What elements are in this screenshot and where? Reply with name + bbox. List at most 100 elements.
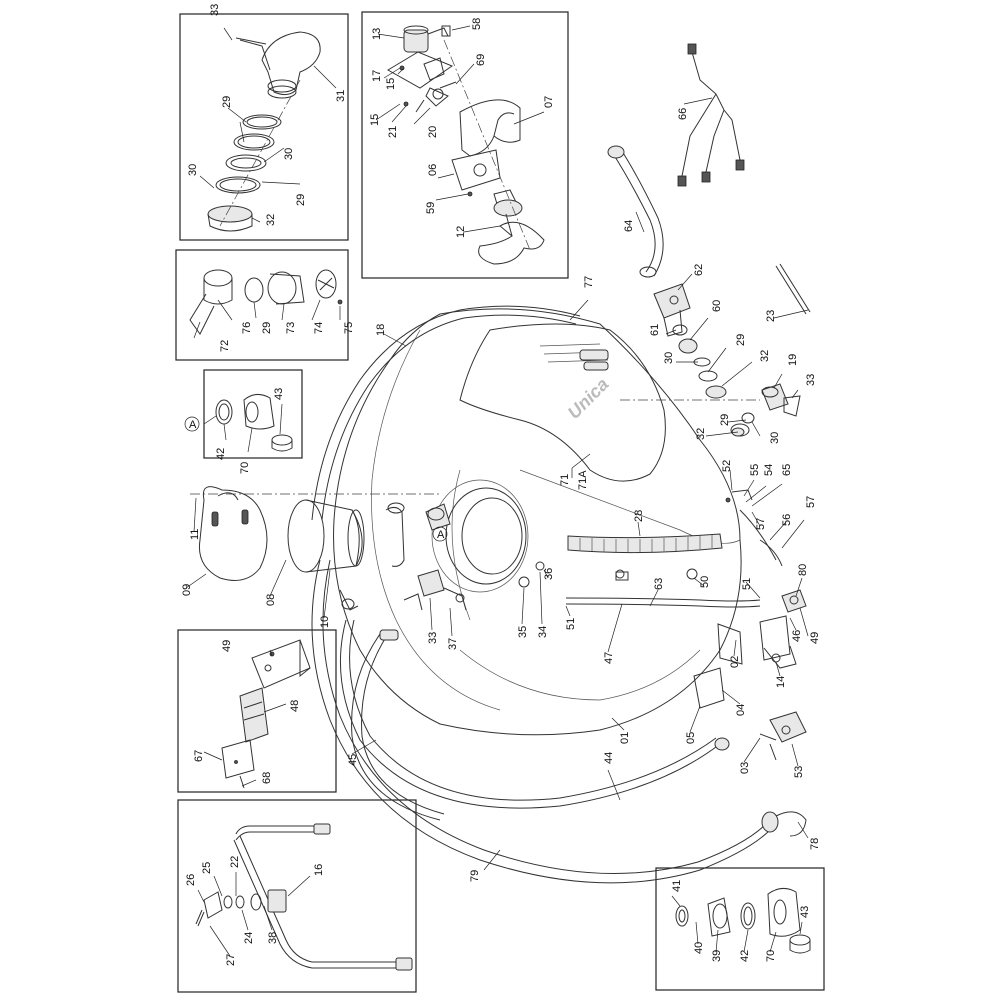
- callout: 38: [267, 932, 279, 944]
- callout: 63: [653, 578, 665, 590]
- callout: 54: [763, 464, 775, 476]
- callout: 48: [289, 700, 301, 712]
- callout: 56: [781, 514, 793, 526]
- callout: 28: [633, 510, 645, 522]
- callout: 20: [427, 126, 439, 138]
- callout: 53: [793, 766, 805, 778]
- callout: 14: [775, 676, 787, 688]
- callout: 21: [387, 126, 399, 138]
- callout: 05: [685, 732, 697, 744]
- callout: 44: [603, 752, 615, 764]
- callout: 33: [209, 4, 221, 16]
- callout: 52: [721, 460, 733, 472]
- callout: 70: [765, 950, 777, 962]
- callout: 50: [699, 576, 711, 588]
- callout: 19: [787, 354, 799, 366]
- callout: 66: [677, 108, 689, 120]
- callout: 47: [603, 652, 615, 664]
- callout: 72: [219, 340, 231, 352]
- inset-rinse-valve: [175, 249, 349, 361]
- detail-marker-a-on-tank: [432, 526, 448, 542]
- callout: 08: [265, 594, 277, 606]
- callout: 23: [765, 310, 777, 322]
- callout: A: [189, 419, 197, 431]
- callout-labels: 33 31 29 30 29 30 32 13 58 17 15 69 15 2…: [181, 4, 821, 966]
- callout: 30: [769, 432, 781, 444]
- callout: 32: [265, 214, 277, 226]
- callout: 35: [517, 626, 529, 638]
- callout: 30: [663, 352, 675, 364]
- callout: 26: [185, 874, 197, 886]
- callout: 78: [809, 838, 821, 850]
- rinse-valve-parts: [189, 269, 343, 335]
- callout: 30: [283, 148, 295, 160]
- callout: 61: [649, 324, 661, 336]
- bracket-parts: [221, 639, 311, 789]
- callout: 29: [719, 414, 731, 426]
- callout: 55: [749, 464, 761, 476]
- callout: 42: [739, 950, 751, 962]
- callout: 64: [623, 220, 635, 232]
- callout: 06: [427, 164, 439, 176]
- callout: 41: [671, 880, 683, 892]
- callout: 33: [805, 374, 817, 386]
- callout: 57: [755, 518, 767, 530]
- callout: 32: [759, 350, 771, 362]
- callout: 01: [619, 732, 631, 744]
- callout: 70: [239, 462, 251, 474]
- brand-logo: Unica: [564, 374, 613, 423]
- callout: 42: [215, 448, 227, 460]
- callout: 51: [741, 578, 753, 590]
- inset-bracket: [177, 629, 337, 793]
- callout: 76: [241, 322, 253, 334]
- callout: 67: [193, 750, 205, 762]
- inset-fitting-kit: [655, 867, 825, 991]
- callout: 49: [221, 640, 233, 652]
- callout: 29: [735, 334, 747, 346]
- inset-agitator: [361, 11, 569, 279]
- fitting-kit-parts: [675, 888, 811, 954]
- callout: 40: [693, 942, 705, 954]
- leader-lines: [185, 25, 809, 957]
- callout: 58: [471, 18, 483, 30]
- callout: 37: [447, 638, 459, 650]
- callout: 73: [285, 322, 297, 334]
- callout: 49: [809, 632, 821, 644]
- callout: 33: [427, 632, 439, 644]
- callout: 29: [295, 194, 307, 206]
- callout: 15: [369, 114, 381, 126]
- callout: 71A: [577, 470, 589, 490]
- callout: 27: [225, 954, 237, 966]
- callout: 29: [261, 322, 273, 334]
- callout: 39: [711, 950, 723, 962]
- callout: 17: [371, 70, 383, 82]
- callout: 57: [805, 496, 817, 508]
- inset-boxes: [175, 11, 825, 993]
- callout: 16: [313, 864, 325, 876]
- callout: 24: [243, 932, 255, 944]
- callout: 29: [221, 96, 233, 108]
- inlet-parts: [207, 31, 321, 232]
- callout: 02: [729, 656, 741, 668]
- callout: 10: [319, 616, 331, 628]
- inset-detail-a: [203, 369, 303, 459]
- callout: 71: [559, 474, 571, 486]
- callout: 04: [735, 704, 747, 716]
- inset-spray-pipe: [177, 799, 417, 993]
- callout: 09: [181, 584, 193, 596]
- callout: A: [437, 529, 445, 541]
- callout: 36: [543, 568, 555, 580]
- detail-marker-a: [184, 416, 200, 432]
- hoses: [190, 43, 811, 884]
- callout: 60: [711, 300, 723, 312]
- callout: 51: [565, 618, 577, 630]
- callout: 43: [273, 388, 285, 400]
- callout: 45: [347, 754, 359, 766]
- callout: 79: [469, 870, 481, 882]
- callout: 59: [425, 202, 437, 214]
- callout: 30: [187, 164, 199, 176]
- inset-fill-inlet: [179, 13, 349, 241]
- agitator-parts: [387, 25, 545, 265]
- main-tank: Unica: [333, 308, 742, 736]
